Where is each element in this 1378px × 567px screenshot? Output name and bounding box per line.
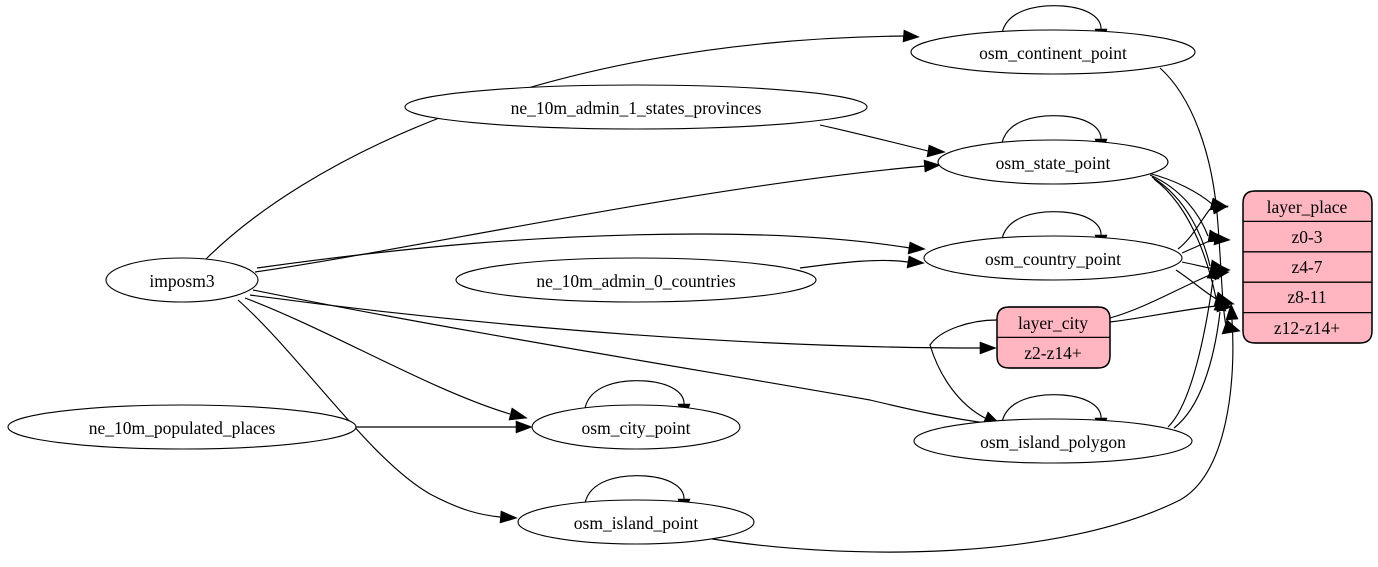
node-osm_city_point[interactable]: osm_city_point <box>531 404 741 450</box>
node-layer: imposm3 ne_10m_admin_1_states_provinces … <box>7 29 1196 545</box>
node-osm_island_point[interactable]: osm_island_point <box>517 499 755 545</box>
edge-imposm3-to-osm_state_point <box>254 159 941 273</box>
node-osm_island_polygon[interactable]: osm_island_polygon <box>913 418 1193 464</box>
node-osm_continent_point[interactable]: osm_continent_point <box>910 29 1196 75</box>
edge-ne_countries-to-osm_country_point <box>799 255 925 269</box>
edge-osm_island_polygon-to-layer_place-z12 <box>1173 295 1227 429</box>
node-ne_10m_admin_1_states_provinces[interactable]: ne_10m_admin_1_states_provinces <box>404 84 868 130</box>
node-ne_10m_admin_0_countries[interactable]: ne_10m_admin_0_countries <box>455 257 817 303</box>
edge-layer_city-to-layer_place-z12 <box>1109 299 1233 323</box>
edge-osm_island_point-to-layer_place-z12 <box>699 303 1239 553</box>
node-ne_10m_populated_places[interactable]: ne_10m_populated_places <box>7 404 357 450</box>
edge-imposm3-to-osm_country_point <box>256 233 926 269</box>
edge-osm_island_polygon-to-layer_place-z8-11 <box>1167 263 1220 428</box>
edge-osm_country_point-to-layer_place-z4-7 <box>1181 232 1231 254</box>
edge-osm_country_point-to-layer_place-z0-3 <box>1177 203 1229 250</box>
node-osm_country_point[interactable]: osm_country_point <box>923 235 1183 281</box>
record-layer_city[interactable]: layer_city z2-z14+ <box>996 306 1111 369</box>
edge-imposm3-to-osm_city_point <box>244 297 528 421</box>
edge-imposm3-to-osm_continent_point <box>204 29 920 261</box>
node-imposm3[interactable]: imposm3 <box>105 257 259 303</box>
edge-osm_country_point-to-layer_place-z12 <box>1175 269 1235 307</box>
edge-ne_populated-to-osm_city_point <box>356 420 533 434</box>
edge-imposm3-to-osm_island_point <box>237 299 518 524</box>
edge-imposm3-to-layer_city <box>249 294 997 355</box>
edge-layer_city-to-osm_island_polygon <box>929 319 1001 425</box>
node-osm_state_point[interactable]: osm_state_point <box>937 139 1169 185</box>
edge-osm_continent_point-to-layer_place-z12 <box>1159 67 1241 335</box>
record-layer_place[interactable]: layer_place z0-3 z4-7 z8-11 z12-z14+ <box>1242 190 1373 344</box>
edge-ne_states-to-osm_state_point <box>819 124 946 158</box>
